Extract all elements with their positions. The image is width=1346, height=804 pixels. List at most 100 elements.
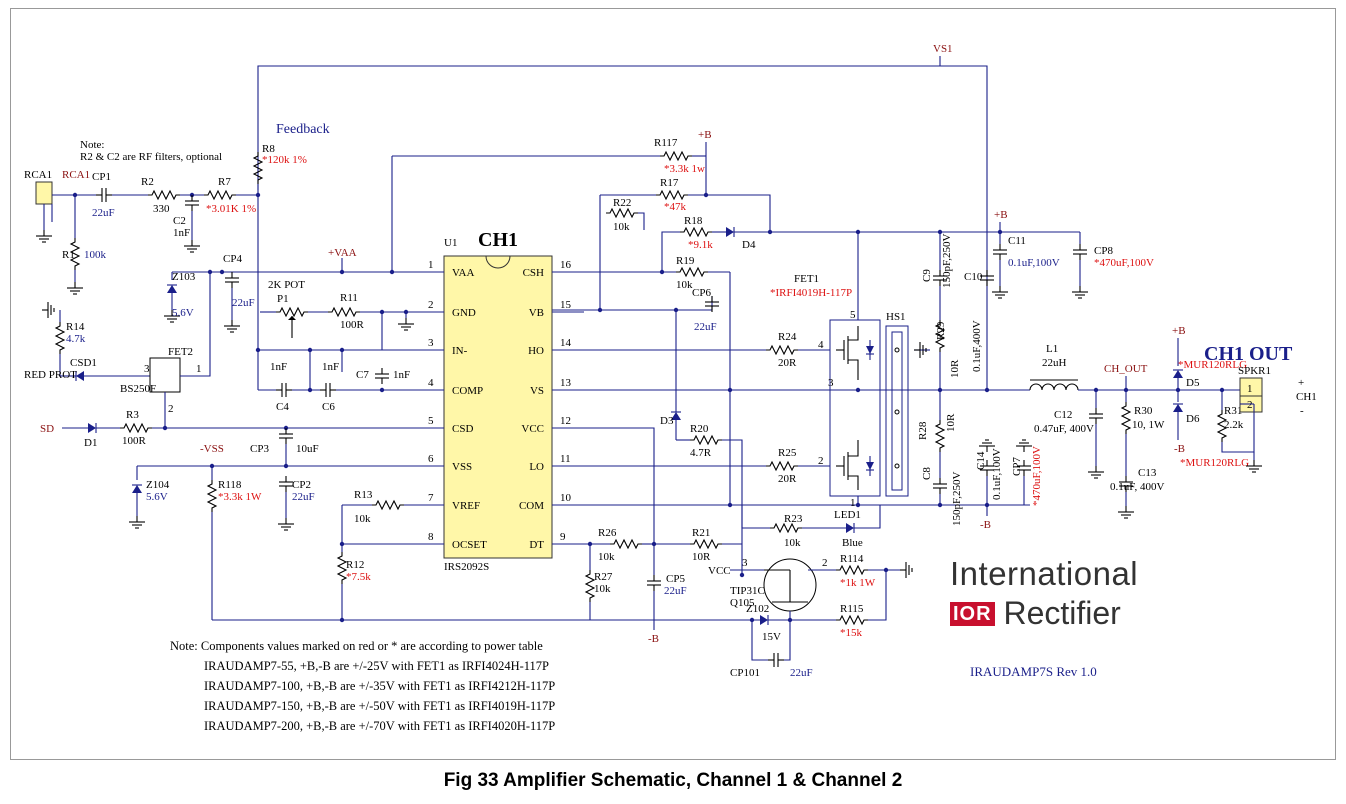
net-sd: SD xyxy=(40,423,54,435)
cp101-value: 22uF xyxy=(790,667,813,679)
rca1-connector xyxy=(35,181,53,205)
r28-value: 10R xyxy=(945,413,957,432)
r29-value: 10R xyxy=(949,359,961,378)
z102-value: 15V xyxy=(762,631,781,643)
power-note-line-2: IRAUDAMP7-55, +B,-B are +/-25V with FET1… xyxy=(204,659,549,673)
r7-ref: R7 xyxy=(218,176,231,188)
r21-ref: R21 xyxy=(692,527,710,539)
c6-value: 1nF xyxy=(322,361,339,373)
spkr1-ref: SPKR1 xyxy=(1238,365,1271,377)
r19-ref: R19 xyxy=(676,255,695,267)
rf-note-title: Note: xyxy=(80,139,104,151)
fet2-value: BS250F xyxy=(120,383,156,395)
ic-right-pin-name: COM xyxy=(519,500,544,512)
d4-ref: D4 xyxy=(742,239,756,251)
c9-value: 150pF,250V xyxy=(941,234,953,288)
net-mb-d6: -B xyxy=(1174,443,1185,455)
ic-left-pin-num: 5 xyxy=(428,415,434,427)
fet2-ref: FET2 xyxy=(168,346,193,358)
r3-value: 100R xyxy=(122,435,147,447)
r118-ref: R118 xyxy=(218,479,242,491)
fet1-pin-a: 5 xyxy=(850,309,856,321)
ic-left-pin-num: 1 xyxy=(428,259,434,271)
r117-ref: R117 xyxy=(654,137,678,149)
fet1-value: *IRFI4019H-117P xyxy=(770,287,852,299)
net-vss: -VSS xyxy=(200,443,224,455)
r27-ref: R27 xyxy=(594,571,613,583)
fet2-pin-c: 2 xyxy=(168,403,174,415)
q105-pin-a: 3 xyxy=(742,557,748,569)
net-mb-low: -B xyxy=(980,519,991,531)
figure-caption: Fig 33 Amplifier Schematic, Channel 1 & … xyxy=(443,770,903,791)
power-note-line-4: IRAUDAMP7-150, +B,-B are +/-50V with FET… xyxy=(204,699,555,713)
power-note-line-1: Note: Components values marked on red or… xyxy=(170,639,543,653)
ic-right-pin-name: VS xyxy=(530,385,544,397)
r117-value: *3.3k 1w xyxy=(664,163,705,175)
r1-ref: R1 xyxy=(62,249,75,261)
r114-ref: R114 xyxy=(840,553,864,565)
ic-right-pin-num: 13 xyxy=(560,377,572,389)
d6-ref: D6 xyxy=(1186,413,1200,425)
r8-value: *120k 1% xyxy=(262,154,307,166)
logo-line-2: Rectifier xyxy=(1003,595,1121,631)
r22-ref: R22 xyxy=(613,197,631,209)
c4-ref: C4 xyxy=(276,401,289,413)
ic-right-pin-num: 16 xyxy=(560,259,572,271)
r17-value: *47k xyxy=(664,201,687,213)
r23-ref: R23 xyxy=(784,513,803,525)
net-rca: RCA1 xyxy=(62,169,90,181)
c11-value: 0.1uF,100V xyxy=(1008,257,1060,269)
ic-right-pin-name: VCC xyxy=(521,423,544,435)
cp1-ref: CP1 xyxy=(92,171,111,183)
ic-u1-notch xyxy=(485,255,511,269)
q105-ref: Q105 xyxy=(730,597,755,609)
d5-value: *MUR120RLG xyxy=(1178,359,1247,371)
ic-u1-part: IRS2092S xyxy=(444,561,489,573)
ic-left-pin-name: COMP xyxy=(452,385,483,397)
r12-ref: R12 xyxy=(346,559,364,571)
net-pb-c11: +B xyxy=(994,209,1008,221)
r3-ref: R3 xyxy=(126,409,139,421)
r30-value: 10, 1W xyxy=(1132,419,1165,431)
ic-right-pin-num: 11 xyxy=(560,453,571,465)
revision-label: IRAUDAMP7S Rev 1.0 xyxy=(970,664,1097,679)
c8-value: 150pF,250V xyxy=(951,472,963,526)
net-vaa: +VAA xyxy=(328,247,357,259)
ic-left-pin-name: VAA xyxy=(452,267,474,279)
r19-value: 10k xyxy=(676,279,693,291)
c7-value: 1nF xyxy=(393,369,410,381)
l1-ref: L1 xyxy=(1046,343,1058,355)
power-note-line-3: IRAUDAMP7-100, +B,-B are +/-35V with FET… xyxy=(204,679,555,693)
ic-right-pin-num: 12 xyxy=(560,415,571,427)
ic-left-pin-num: 6 xyxy=(428,453,434,465)
c2-value: 1nF xyxy=(173,227,190,239)
cp5-ref: CP5 xyxy=(666,573,685,585)
ic-right-pin-num: 15 xyxy=(560,299,572,311)
spkr1-pin-2: 2 xyxy=(1247,399,1253,411)
cp8-ref: CP8 xyxy=(1094,245,1113,257)
ic-left-pin-num: 4 xyxy=(428,377,434,389)
net-vcc: VCC xyxy=(708,565,731,577)
r20-value: 4.7R xyxy=(690,447,712,459)
ic-left-pin-num: 7 xyxy=(428,492,434,504)
ic-left-pin-num: 2 xyxy=(428,299,434,311)
ic-u1-body xyxy=(443,255,553,559)
ic-right-pin-num: 14 xyxy=(560,337,572,349)
ic-right-pin-name: LO xyxy=(529,461,544,473)
cp7-value: *470uF,100V xyxy=(1031,446,1043,506)
p1-value: 2K POT xyxy=(268,279,305,291)
ir-logo: International IOR Rectifier xyxy=(950,555,1140,633)
r14-ref: R14 xyxy=(66,321,85,333)
ic-left-pin-name: OCSET xyxy=(452,539,487,551)
r21-value: 10R xyxy=(692,551,711,563)
fet2-pin-a: 3 xyxy=(144,363,150,375)
r115-value: *15k xyxy=(840,627,863,639)
led1-ref: LED1 xyxy=(834,509,861,521)
ic-left-pin-name: IN- xyxy=(452,345,468,357)
r12-value: *7.5k xyxy=(346,571,371,583)
r118-value: *3.3k 1W xyxy=(218,491,262,503)
l1-value: 22uH xyxy=(1042,357,1067,369)
d1-ref: D1 xyxy=(84,437,97,449)
vs1-net-wire xyxy=(257,65,988,390)
r24-ref: R24 xyxy=(778,331,797,343)
